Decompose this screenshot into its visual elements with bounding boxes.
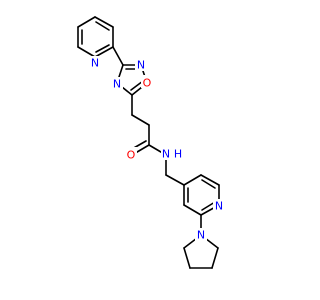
label-mask (195, 228, 207, 241)
atom-n-oxadiazole-bottom: N (113, 78, 121, 91)
label-mask (141, 75, 153, 88)
label-mask (125, 147, 137, 160)
atom-label-group: N O N N O N H N N (89, 56, 225, 242)
atom-n-pyridine-lower: N (215, 200, 223, 213)
bond (95, 44, 110, 53)
bond (183, 174, 202, 186)
bond (183, 204, 202, 216)
bond (112, 46, 124, 66)
atom-h-amide: H (174, 148, 182, 161)
label-mask (111, 77, 123, 90)
bond (201, 201, 216, 211)
atom-n-pyridine-top: N (91, 57, 99, 70)
bond (200, 174, 220, 186)
label-mask (161, 148, 172, 160)
molecule-drawing: N O N N O N H N N (77, 16, 225, 269)
bond (94, 16, 114, 28)
bond (201, 179, 216, 189)
bond (77, 46, 96, 58)
bond (165, 174, 185, 186)
chemical-structure-canvas: N O N N O N H N N (77, 16, 225, 269)
label-mask (89, 56, 101, 69)
atom-n-pyrrolidine: N (197, 229, 205, 242)
bond (183, 247, 191, 269)
atom-o-carbonyl: O (127, 149, 136, 162)
label-mask (173, 148, 183, 160)
atom-o-oxadiazole: O (143, 77, 152, 90)
bond (94, 46, 114, 58)
label-mask (135, 58, 147, 71)
atom-n-amide: N (162, 148, 170, 161)
label-mask (213, 199, 225, 212)
bond (211, 247, 219, 269)
atom-n-oxadiazole-top: N (137, 59, 145, 72)
bond (77, 16, 96, 28)
bond (95, 21, 110, 31)
bond (131, 114, 150, 126)
